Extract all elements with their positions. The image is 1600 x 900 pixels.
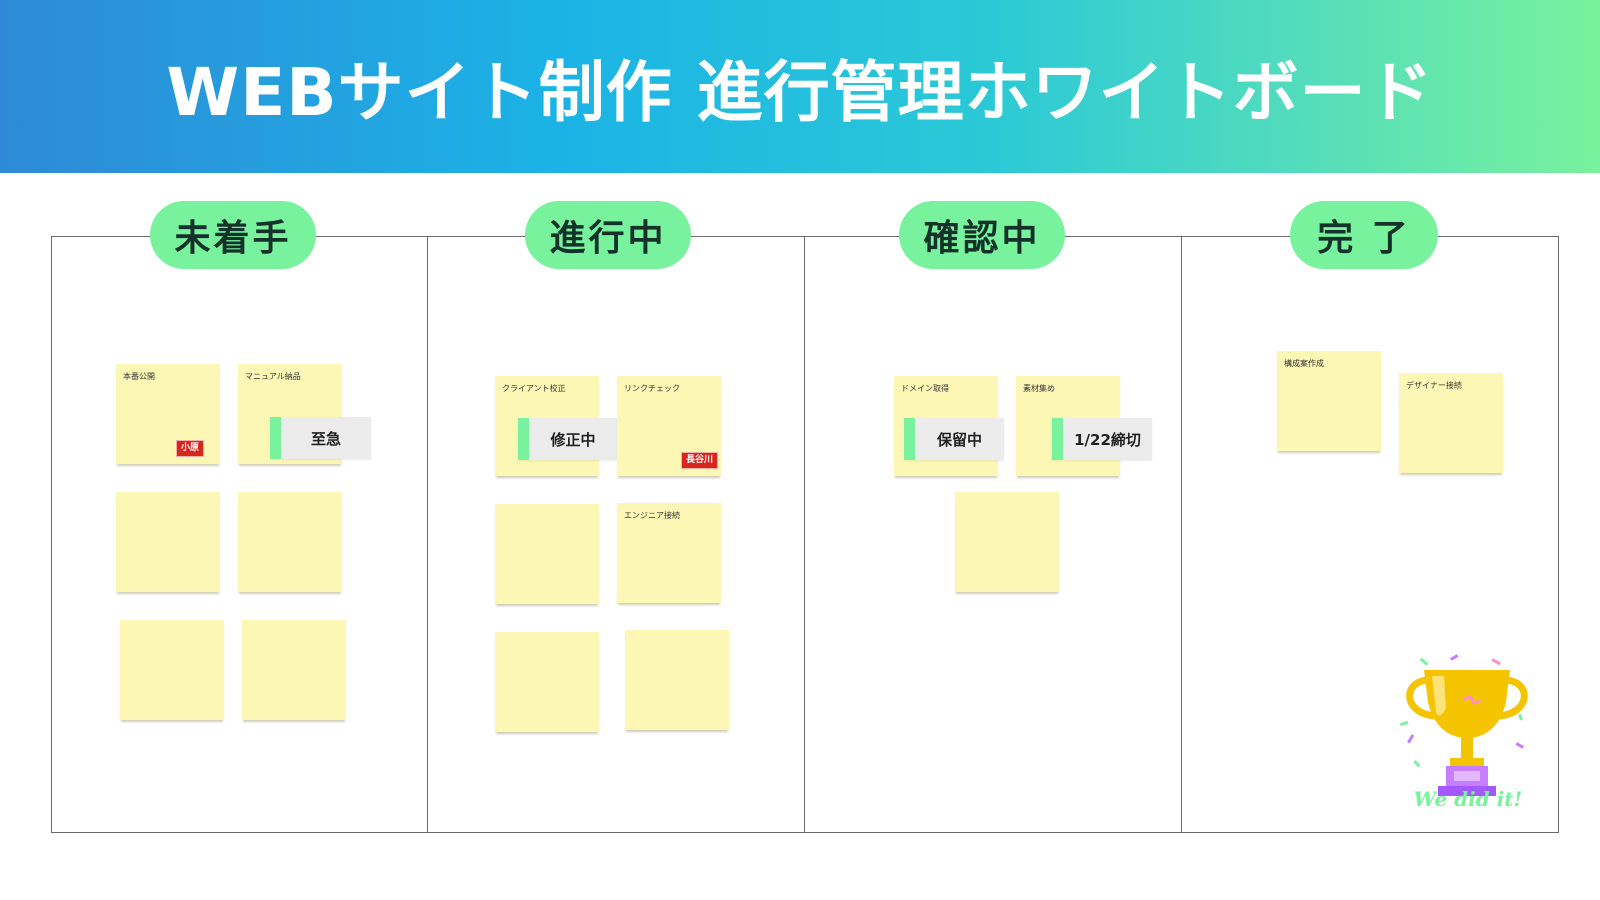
page-header: WEBサイト制作 進行管理ホワイトボード xyxy=(0,0,1600,173)
assignee-tag: 小原 xyxy=(176,440,205,457)
column-header-done: 完 了 xyxy=(1290,201,1438,269)
sticky-note[interactable] xyxy=(495,504,599,604)
status-text: 1/22締切 xyxy=(1074,430,1141,449)
page-title: WEBサイト制作 進行管理ホワイトボード xyxy=(166,53,1434,131)
status-text: 保留中 xyxy=(936,430,982,449)
status-bar xyxy=(518,418,529,460)
note-label: 構成案作成 xyxy=(1284,359,1324,368)
celebration-text: We did it! xyxy=(1413,787,1523,811)
status-tag: 1/22締切 xyxy=(1052,418,1152,460)
column-divider xyxy=(1181,236,1182,833)
sticky-note[interactable]: 構成案作成 xyxy=(1277,351,1381,451)
trophy-icon xyxy=(1399,654,1528,796)
column-header-review: 確認中 xyxy=(899,201,1065,269)
status-bar xyxy=(1052,418,1063,460)
status-text: 至急 xyxy=(310,429,341,448)
kanban-board xyxy=(51,236,1559,833)
sticky-note[interactable] xyxy=(116,492,220,592)
sticky-note[interactable]: 本番公開 xyxy=(116,364,220,464)
column-header-todo: 未着手 xyxy=(150,201,316,269)
note-label: ドメイン取得 xyxy=(901,384,949,393)
sticky-note[interactable] xyxy=(242,620,346,720)
sticky-note[interactable]: エンジニア接続 xyxy=(617,503,721,603)
column-divider xyxy=(427,236,428,833)
note-label: エンジニア接続 xyxy=(624,511,680,520)
note-label: クライアント校正 xyxy=(502,384,566,393)
sticky-note[interactable] xyxy=(495,632,599,732)
column-header-in-progress: 進行中 xyxy=(525,201,691,269)
status-text: 修正中 xyxy=(550,430,596,449)
column-divider xyxy=(804,236,805,833)
assignee-tag: 長谷川 xyxy=(681,452,719,469)
status-tag: 修正中 xyxy=(518,418,617,460)
status-tag: 至急 xyxy=(270,417,371,459)
sticky-note[interactable]: デザイナー接続 xyxy=(1399,373,1503,473)
status-bar xyxy=(270,417,281,459)
sticky-note[interactable] xyxy=(625,630,729,730)
note-label: デザイナー接続 xyxy=(1406,381,1462,390)
note-label: リンクチェック xyxy=(624,384,680,393)
status-tag: 保留中 xyxy=(904,418,1004,460)
note-label: 本番公開 xyxy=(123,372,155,381)
status-bar xyxy=(904,418,915,460)
sticky-note[interactable] xyxy=(120,620,224,720)
sticky-note[interactable] xyxy=(955,492,1059,592)
note-label: 素材集め xyxy=(1023,384,1055,393)
note-label: マニュアル納品 xyxy=(245,372,301,381)
sticky-note[interactable] xyxy=(238,492,342,592)
